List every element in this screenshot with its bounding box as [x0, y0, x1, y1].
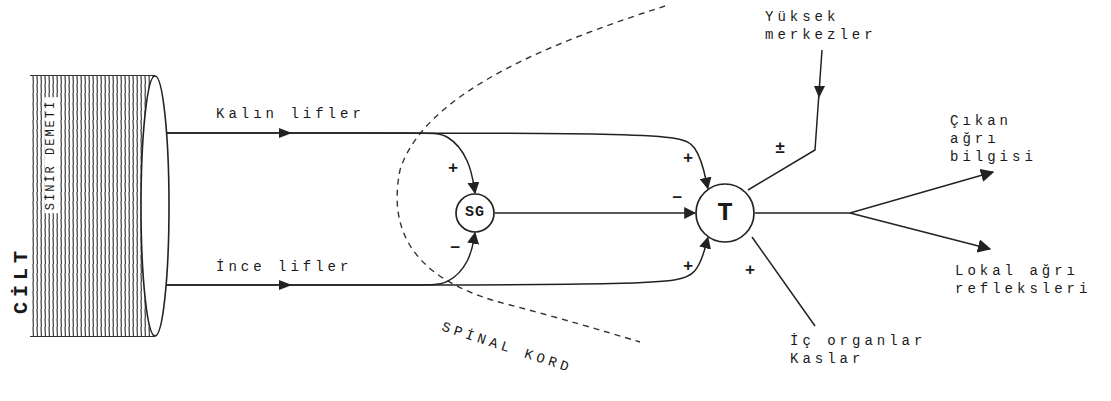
- fiber-connector: [495, 212, 695, 214]
- output-label: Çıkan ağrı bilgisi: [950, 112, 1045, 166]
- cell-label: T: [717, 199, 733, 228]
- output-arrow: [755, 172, 993, 213]
- cell-label: SG: [465, 205, 485, 222]
- visceral-input-line: [752, 237, 815, 326]
- region-label: SPİNAL KORD: [439, 318, 574, 377]
- output-arrow: [850, 213, 990, 249]
- skin-label: CİLT: [11, 246, 33, 314]
- source-label: İç organlar Kaslar: [790, 332, 955, 368]
- sign-mark: +: [683, 258, 693, 276]
- sign-mark: ±: [775, 140, 785, 158]
- fiber-connector: [166, 133, 475, 193]
- bundle-label: SİNİR DEMETİ: [44, 97, 59, 213]
- sign-mark: −: [450, 240, 460, 258]
- fiber-label: Kalın lifler: [215, 105, 366, 123]
- sign-mark: +: [448, 160, 458, 178]
- output-label: Lokal ağrı refleksleri: [955, 262, 1105, 298]
- sign-mark: −: [672, 190, 682, 208]
- skin-hatching: [30, 75, 155, 337]
- sign-mark: +: [745, 262, 755, 280]
- transmission-cell: T: [695, 183, 755, 243]
- cell-outline: [696, 184, 754, 242]
- fiber-connector: [166, 233, 475, 285]
- fiber-label: İnce lifler: [215, 258, 353, 276]
- descending-pathway: [748, 50, 822, 190]
- direction-arrow: [814, 86, 825, 98]
- sign-mark: +: [683, 150, 693, 168]
- fiber-connector: [166, 133, 708, 188]
- fiber-connector: [166, 238, 708, 285]
- spinal-cord-boundary: [397, 6, 665, 342]
- nerve-bundle: CİLT SİNİR DEMETİ: [8, 75, 169, 337]
- source-label: Yüksek merkezler: [765, 8, 890, 44]
- cell-outline: [456, 194, 494, 232]
- gelatinosa-cell: SG: [455, 193, 495, 233]
- bundle-end: [141, 76, 169, 336]
